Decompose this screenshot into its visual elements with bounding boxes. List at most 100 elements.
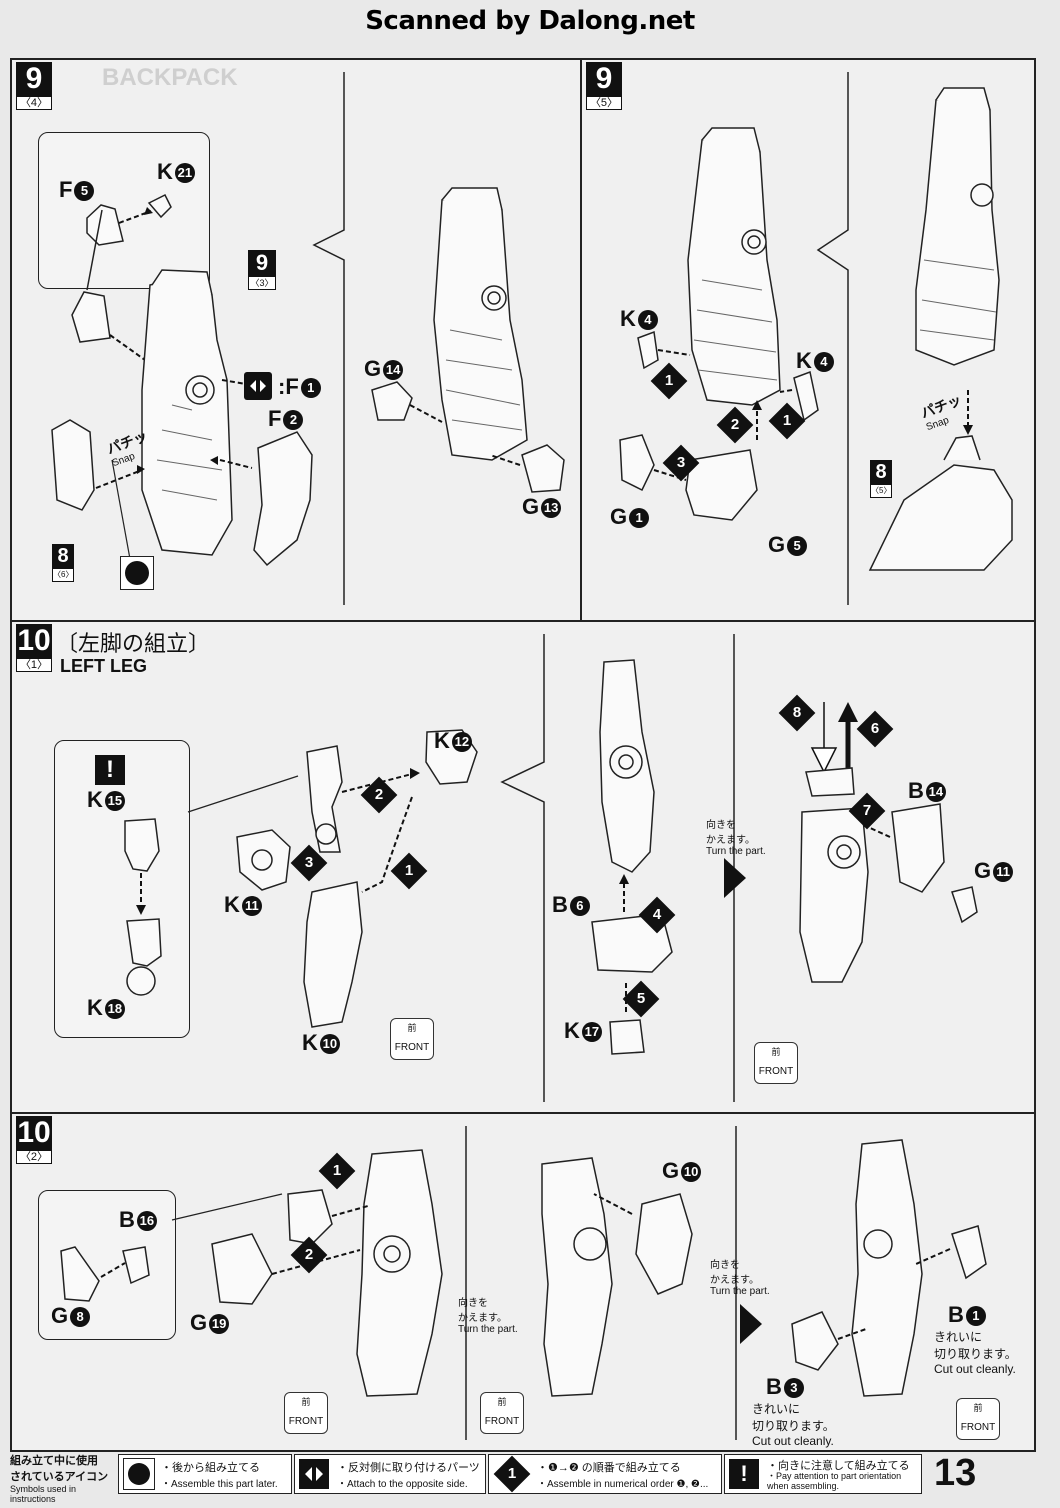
ref-step-number: 8 <box>870 460 892 484</box>
orientation-warning-icon: ! <box>729 1459 759 1489</box>
opposite-side-icon <box>244 372 272 400</box>
section-title-jp: 〔左脚の組立〕 <box>56 632 211 657</box>
order-marker-2: 2 <box>716 406 754 444</box>
order-marker-2: 2 <box>360 776 398 814</box>
front-indicator: 前 FRONT <box>480 1392 524 1434</box>
sub-panel-divider <box>735 1126 737 1440</box>
leg-on-base-drawing <box>868 87 1013 571</box>
step-sub: 〈5〉 <box>586 96 622 110</box>
step-sub: 〈2〉 <box>16 1150 52 1164</box>
front-indicator: 前 FRONT <box>390 1018 434 1060</box>
front-indicator: 前 FRONT <box>956 1398 1000 1440</box>
symbols-legend: 組み立て中に使用 されているアイコン Symbols used in instr… <box>10 1452 1032 1504</box>
ref-step-8-6: 8 〈6〉 <box>52 544 74 582</box>
legend-item-numerical-order: 1 ・❶→❷ の順番で組み立てる ・Assemble in numerical … <box>488 1454 722 1494</box>
leg-foot-assembly-drawing <box>619 127 819 521</box>
step-sub: 〈1〉 <box>16 658 52 672</box>
backpack-leg-drawing <box>371 187 565 493</box>
order-marker-3: 3 <box>662 444 700 482</box>
legend-item-opposite-side: ・反対側に取り付けるパーツ ・Attach to the opposite si… <box>294 1454 486 1494</box>
ref-step-number: 8 <box>52 544 74 568</box>
legend-heading: 組み立て中に使用 されているアイコン Symbols used in instr… <box>10 1455 109 1504</box>
order-marker-icon: 1 <box>493 1455 531 1493</box>
leg-assembly-drawing-c <box>791 1139 987 1397</box>
step-badge: 9 〈5〉 <box>586 62 622 110</box>
section-title-en: LEFT LEG <box>60 656 147 676</box>
ref-step-number: 9 <box>248 250 276 276</box>
inset-connector <box>171 1193 283 1221</box>
scanner-credit: Scanned by Dalong.net <box>365 6 695 36</box>
legend-item-assemble-later: ・後から組み立てる ・Assemble this part later. <box>118 1454 292 1494</box>
ref-step-9-3: 9 〈3〉 <box>248 250 276 290</box>
order-marker-6: 6 <box>856 710 894 748</box>
order-marker-8: 8 <box>778 694 816 732</box>
assemble-later-icon <box>123 1458 155 1490</box>
step-badge: 10 〈2〉 <box>16 1116 52 1164</box>
opposite-side-icon <box>299 1459 329 1489</box>
inset-parts-drawing <box>86 193 172 246</box>
cut-cleanly-note-b3: きれいに 切り取ります。 Cut out cleanly. <box>752 1402 835 1448</box>
assemble-later-icon <box>120 556 154 590</box>
step-number: 10 <box>16 1116 52 1150</box>
inset-connector <box>187 775 299 813</box>
ref-step-8-5: 8 〈5〉 <box>870 460 892 498</box>
hip-joint-drawing <box>236 729 478 1028</box>
leg-assembly-drawing-a <box>211 1149 443 1397</box>
step-badge: 9 〈4〉 <box>16 62 52 110</box>
sub-panel-divider <box>500 634 545 1102</box>
sub-panel-divider <box>465 1126 467 1440</box>
ref-step-sub: 〈6〉 <box>52 568 74 582</box>
legend-item-orientation: ! ・向きに注意して組み立てる ・Pay attention to part o… <box>724 1454 922 1494</box>
order-marker-4: 4 <box>638 896 676 934</box>
inset-parts-drawing <box>60 1246 150 1302</box>
step-sub: 〈4〉 <box>16 96 52 110</box>
turn-part-note: 向きを かえます。 Turn the part. <box>706 820 766 857</box>
turn-part-note: 向きを かえます。 Turn the part. <box>458 1298 518 1335</box>
step-number: 9 <box>586 62 622 96</box>
order-marker-3: 3 <box>290 844 328 882</box>
sub-panel-divider <box>816 72 849 605</box>
inset-parts-drawing <box>124 818 162 996</box>
ref-step-sub: 〈3〉 <box>248 276 276 290</box>
turn-arrow <box>740 1304 762 1344</box>
front-indicator: 前 FRONT <box>754 1042 798 1084</box>
order-marker-7: 7 <box>848 792 886 830</box>
step-badge: 10 〈1〉 <box>16 624 52 672</box>
step-number: 9 <box>16 62 52 96</box>
ghost-title: BACKPACK <box>102 64 238 91</box>
backpack-assembly-drawing <box>51 209 313 571</box>
step-number: 10 <box>16 624 52 658</box>
orientation-warning-icon: ! <box>95 755 125 785</box>
order-marker-1: 1 <box>390 852 428 890</box>
order-marker-5: 5 <box>622 980 660 1018</box>
cut-cleanly-note-b1: きれいに 切り取ります。 Cut out cleanly. <box>934 1330 1017 1376</box>
order-marker-1: 1 <box>318 1152 356 1190</box>
order-marker-1b: 1 <box>768 402 806 440</box>
